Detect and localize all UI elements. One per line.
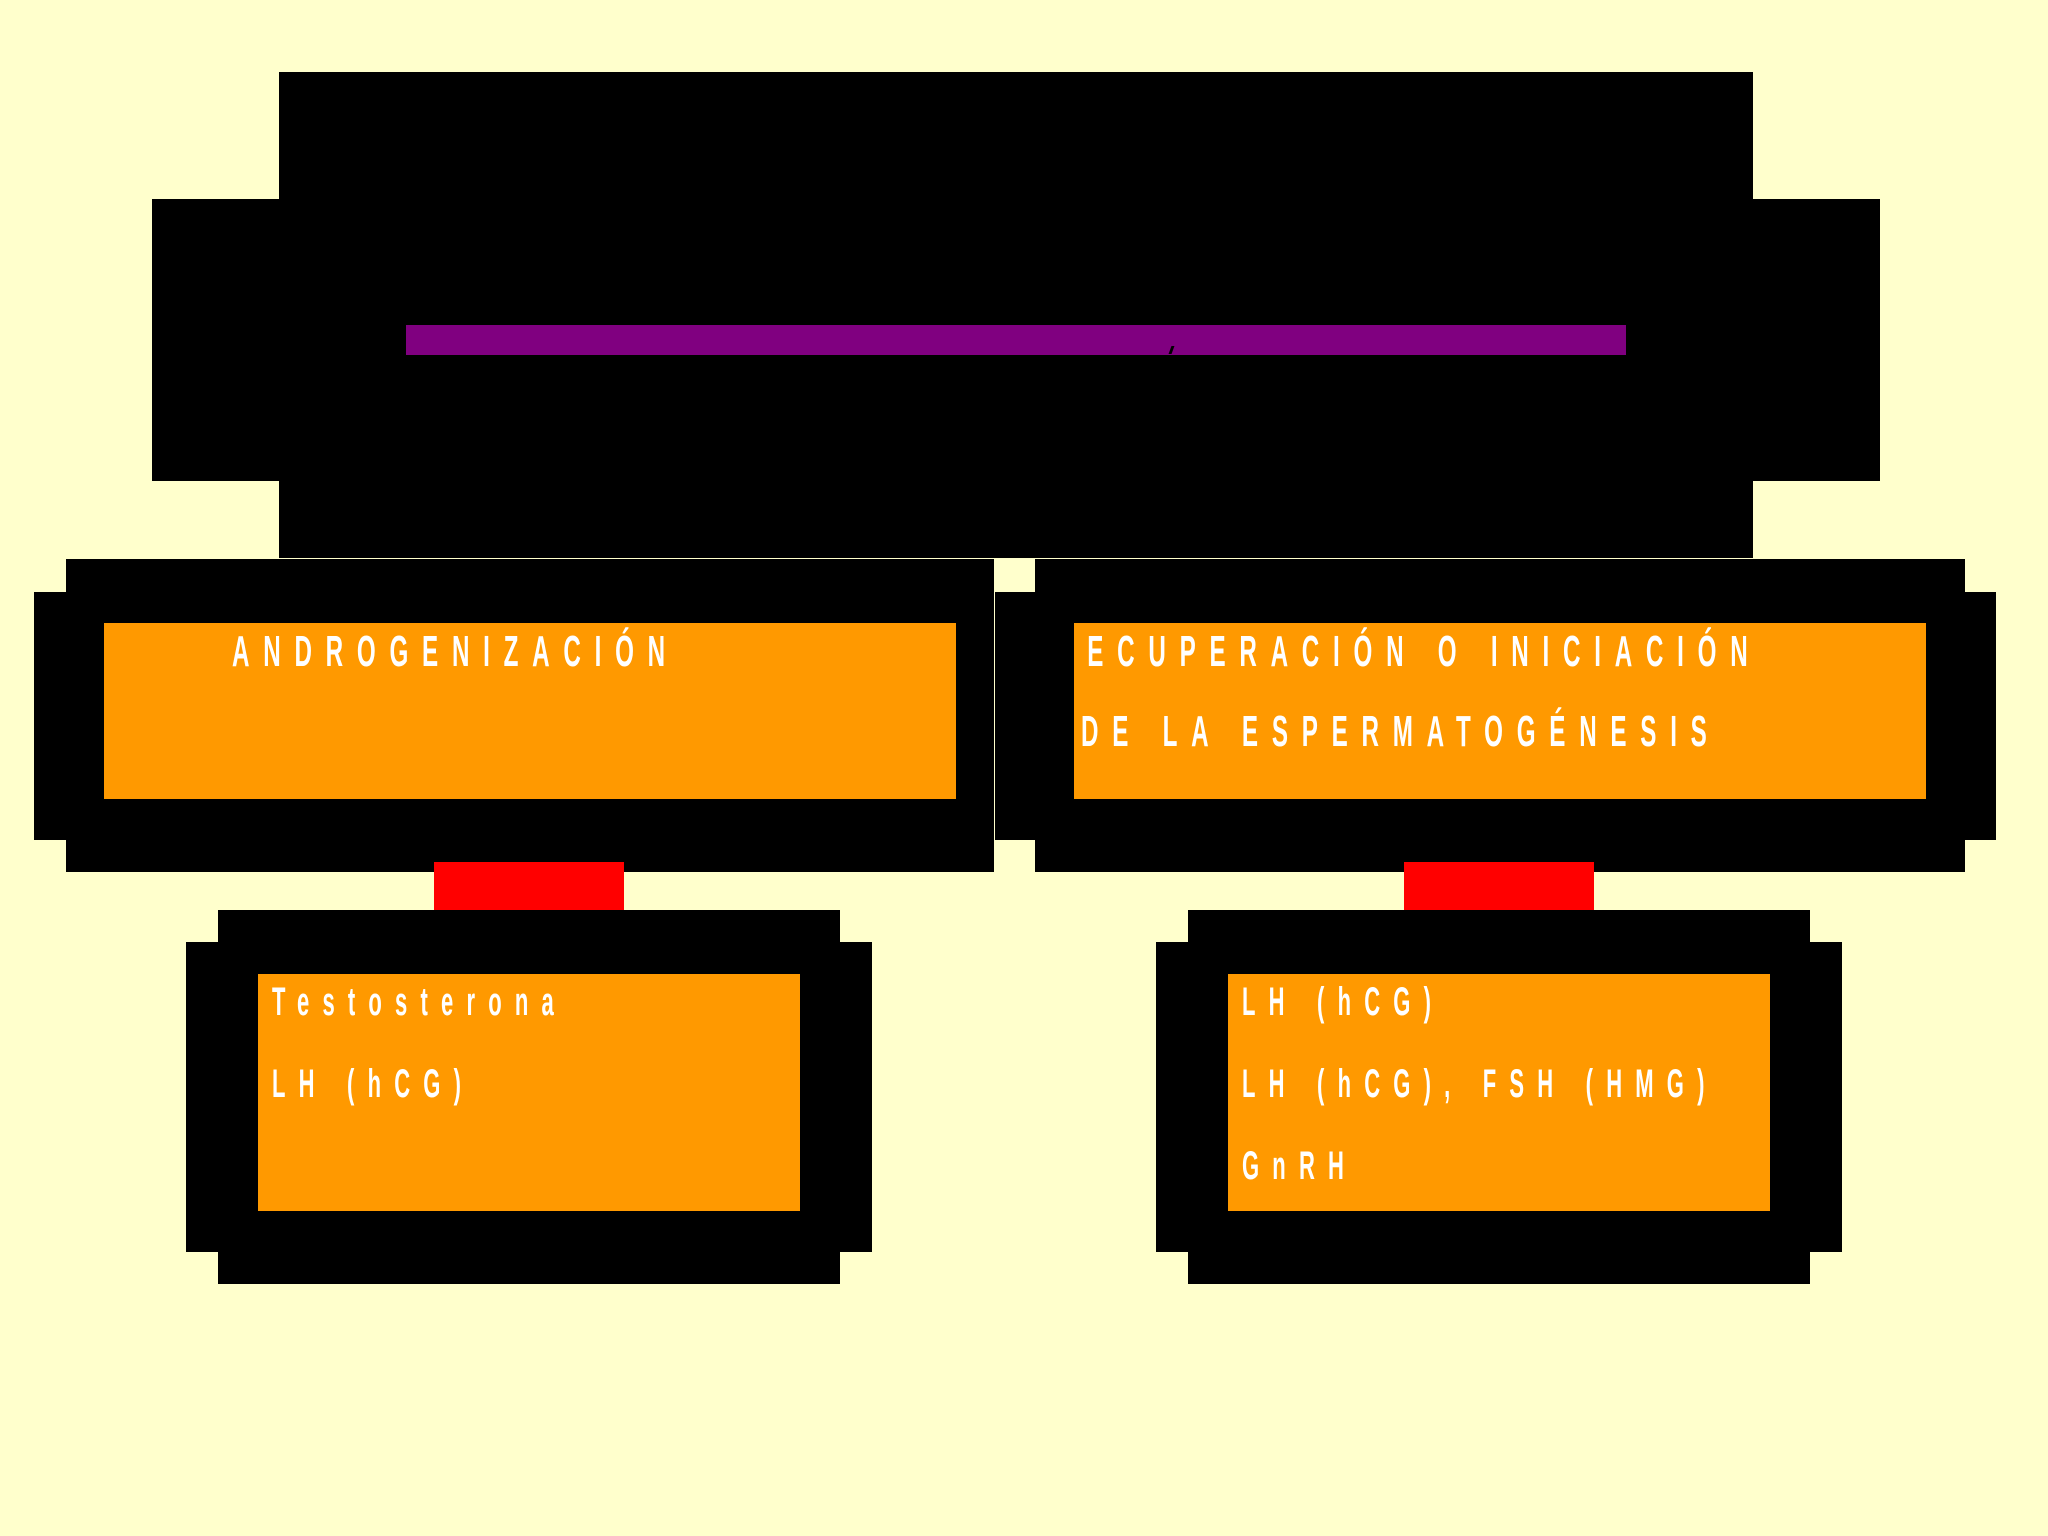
title-bar [406, 325, 1626, 355]
list-right-item-2: LH (hCG), FSH (HMG) [1242, 1062, 1718, 1106]
list-left-item-2: LH (hCG) [272, 1062, 475, 1106]
list-box-right-fill: LH (hCG) LH (hCG), FSH (HMG) GnRH [1228, 974, 1770, 1211]
connector-left [434, 862, 624, 910]
connector-right [1404, 862, 1594, 910]
heading-box-left-fill: ANDROGENIZACIÓN [104, 623, 956, 799]
list-left-item-1: Testosterona [272, 980, 567, 1024]
list-box-left-fill: Testosterona LH (hCG) [258, 974, 800, 1211]
list-right-item-3: GnRH [1242, 1144, 1358, 1188]
heading-left-line-1: ANDROGENIZACIÓN [232, 627, 679, 676]
heading-right-line-2: DE LA ESPERMATOGÉNESIS [1081, 707, 1721, 756]
heading-right-line-1: RECUPERACIÓN O INICIACIÓN [1074, 627, 1762, 676]
heading-box-right-fill: RECUPERACIÓN O INICIACIÓN DE LA ESPERMAT… [1074, 623, 1926, 799]
list-right-item-1: LH (hCG) [1242, 980, 1445, 1024]
